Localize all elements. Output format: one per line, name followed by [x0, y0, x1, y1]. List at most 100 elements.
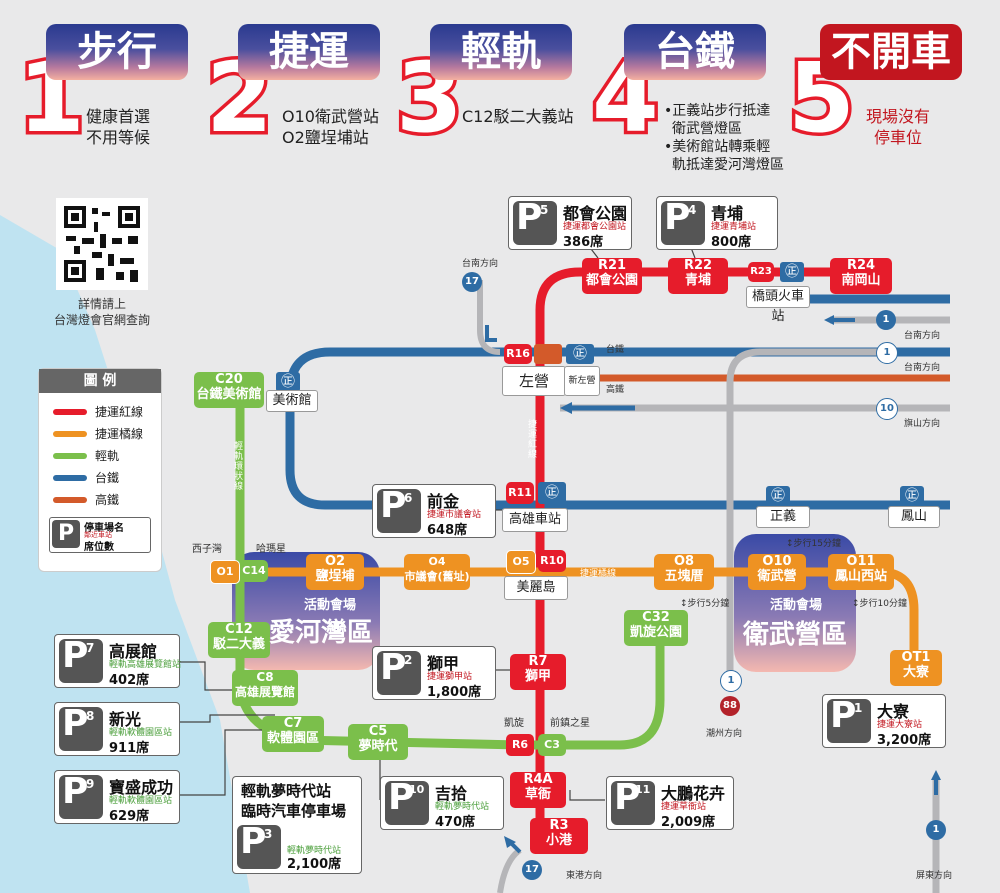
station-o5-code[interactable]: O5 [506, 550, 536, 574]
station-r16-code[interactable]: R16 [504, 344, 532, 364]
tra-line-main [285, 347, 950, 510]
option-4-title: 台鐵 [624, 24, 766, 80]
p3-title: 輕軌夢時代站臨時汽車停車場 [241, 782, 347, 820]
highway-88-icon: 88 [720, 696, 740, 716]
direction-tainan-3: 台南方向 [904, 363, 941, 373]
tra-icon: ㊣ [538, 482, 566, 504]
highway-1-icon: 1 [926, 820, 946, 840]
highway-17-icon: 17 [522, 860, 542, 880]
legend-label-tra: 台鐵 [95, 471, 120, 485]
station-r6-code[interactable]: R6 [506, 734, 534, 756]
venue1-label-big: 愛河灣區 [268, 618, 373, 648]
tra-icon: ㊣ [566, 344, 594, 364]
highway-1-icon: 1 [720, 670, 742, 692]
station-r11-code[interactable]: R11 [506, 482, 534, 504]
qr-code[interactable] [56, 198, 148, 290]
station-r16-name: 左營 [502, 366, 566, 396]
station-c3-code[interactable]: C3 [538, 734, 566, 756]
station-r10-name: 美麗島 [504, 576, 568, 600]
walk10-label: ↕步行10分鐘 [852, 599, 907, 609]
legend-parking-sample: P 停車場名 鄰近車站 席位數 [49, 517, 151, 553]
option-1-desc: 健康首選不用等候 [86, 107, 151, 147]
option-4-desc: •正義站步行抵達衛武營燈區 •美術館站轉乘輕軌抵達愛河灣燈區 [664, 103, 784, 173]
option-5-title: 不開車 [820, 24, 962, 80]
tra-icon: ㊣ [900, 486, 924, 506]
legend-label-red: 捷運紅線 [95, 405, 144, 419]
venue2-label-small: 活動會場 [769, 598, 822, 613]
qr-caption: 詳情請上台灣燈會官網查詢 [53, 297, 150, 327]
legend-swatch-red [53, 409, 87, 415]
station-o1-code[interactable]: O1 [210, 560, 240, 584]
mrt-red-label: 捷運紅線 [528, 420, 538, 460]
legend-label-lrt: 輕軌 [95, 449, 120, 463]
lrt-line-label: 輕軌環狀線 [234, 442, 244, 492]
station-c14-code[interactable]: C14 [240, 560, 268, 582]
qr-code-icon [64, 206, 140, 282]
walk-icon: ↕ [680, 599, 688, 609]
legend-swatch-hsr [53, 497, 87, 503]
qianzhen-label: 前鎮之星 [550, 718, 590, 729]
station-xinzuoying-name: 新左營 [564, 366, 600, 396]
highway-1-icon: 1 [876, 310, 896, 330]
tra-icon: ㊣ [766, 486, 790, 506]
legend-swatch-tra [53, 475, 87, 481]
option-3-desc: C12駁二大義站 [462, 107, 574, 126]
tra-line-label: 台鐵 [606, 345, 625, 355]
mrt-red-line [535, 267, 860, 840]
option-3-title: 輕軌 [430, 24, 572, 80]
kaixuan-label: 凱旋 [504, 718, 524, 729]
mrt-orange-label: 捷運橘線 [580, 569, 617, 579]
station-zhengyi-name[interactable]: 正義 [756, 506, 810, 528]
walk5-label: ↕步行5分鐘 [680, 599, 730, 609]
direction-tainan-1: 台南方向 [462, 259, 499, 269]
legend-title: 圖 例 [39, 369, 161, 393]
station-r11-name: 高雄車站 [502, 508, 568, 532]
legend-swatch-lrt [53, 453, 87, 459]
direction-donggang: 東港方向 [566, 871, 603, 881]
station-r10-code[interactable]: R10 [538, 550, 566, 572]
walk15-label: ↕步行15分鐘 [786, 539, 841, 549]
venue1-label-small: 活動會場 [303, 598, 356, 613]
venue2-label-big: 衛武營區 [742, 620, 847, 650]
highway-17-icon: 17 [462, 272, 482, 292]
station-r23-code[interactable]: R23 [748, 262, 774, 282]
tra-icon: ㊣ [780, 262, 804, 282]
walk-icon: ↕ [786, 539, 794, 549]
station-fengshan-name[interactable]: 鳳山 [888, 506, 940, 528]
